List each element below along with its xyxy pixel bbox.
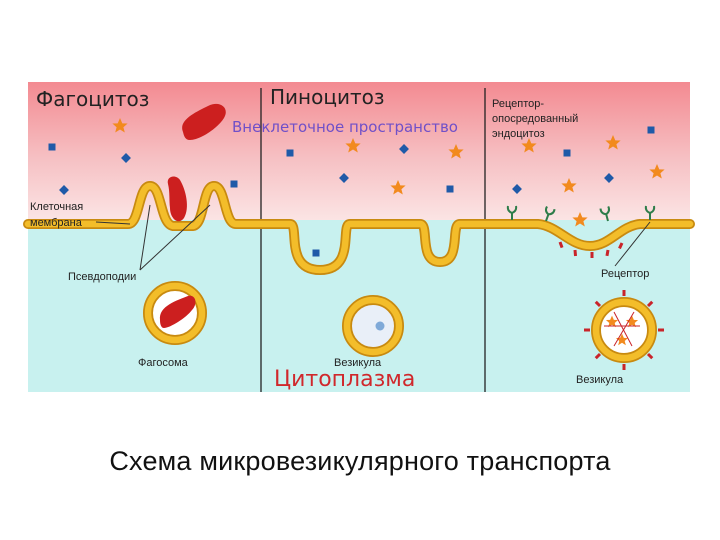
label-receptor: Рецептор bbox=[601, 268, 649, 280]
label-cell-membrane-2: мембрана bbox=[30, 217, 83, 229]
label-receptor-mediated-1: Рецептор- bbox=[492, 98, 544, 110]
particle-engulfed bbox=[167, 176, 187, 222]
cell-membrane bbox=[23, 180, 695, 276]
title-pinocytosis: Пиноцитоз bbox=[270, 85, 384, 109]
figure-caption: Схема микровезикулярного транспорта bbox=[109, 446, 611, 476]
label-phagosome: Фагосома bbox=[138, 357, 189, 369]
title-phagocytosis: Фагоцитоз bbox=[36, 87, 149, 111]
label-pseudopodia: Псевдоподии bbox=[68, 271, 136, 283]
phagosome bbox=[143, 281, 207, 345]
label-cell-membrane-1: Клеточная bbox=[30, 201, 83, 213]
label-extracellular: Внеклеточное пространство bbox=[232, 118, 458, 136]
label-vesicle-right: Везикула bbox=[576, 374, 624, 386]
particle-outside bbox=[182, 103, 226, 140]
pseudopodia-pointers bbox=[139, 204, 211, 271]
vesicle-receptor bbox=[584, 290, 664, 370]
label-receptor-mediated-3: эндоцитоз bbox=[492, 128, 545, 140]
label-cytoplasm: Цитоплазма bbox=[274, 367, 415, 392]
label-receptor-mediated-2: опосредованный bbox=[492, 113, 578, 125]
receptor-pointer bbox=[614, 221, 651, 267]
label-vesicle-middle: Везикула bbox=[334, 357, 382, 369]
vesicle-pinocytosis bbox=[342, 295, 404, 357]
membrane-pointer bbox=[95, 221, 131, 225]
